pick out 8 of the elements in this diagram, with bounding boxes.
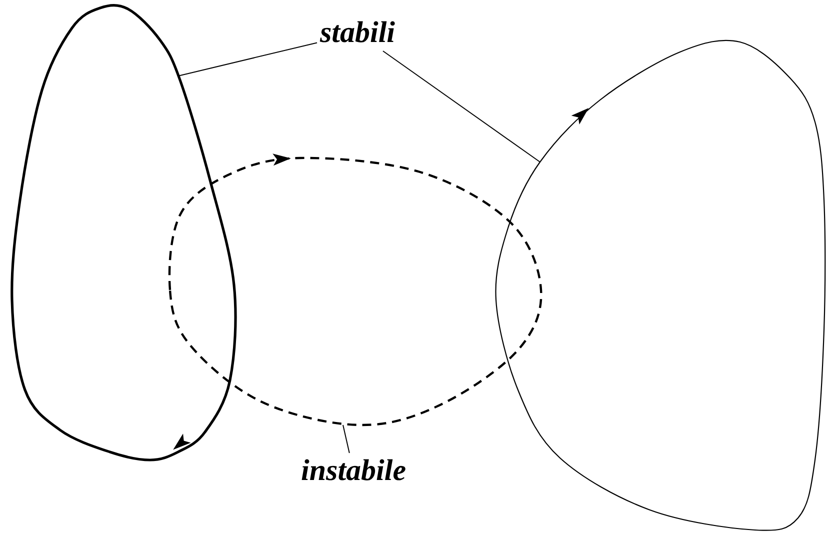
- closed-curve: [10, 6, 236, 462]
- closed-curve: [494, 40, 826, 532]
- curve-label: stabili: [320, 16, 396, 50]
- leader-line: [382, 50, 540, 162]
- leader-line: [342, 424, 350, 454]
- curve-label: instabile: [301, 454, 406, 488]
- leader-line: [178, 42, 318, 76]
- dashed-closed-curve: [168, 156, 543, 427]
